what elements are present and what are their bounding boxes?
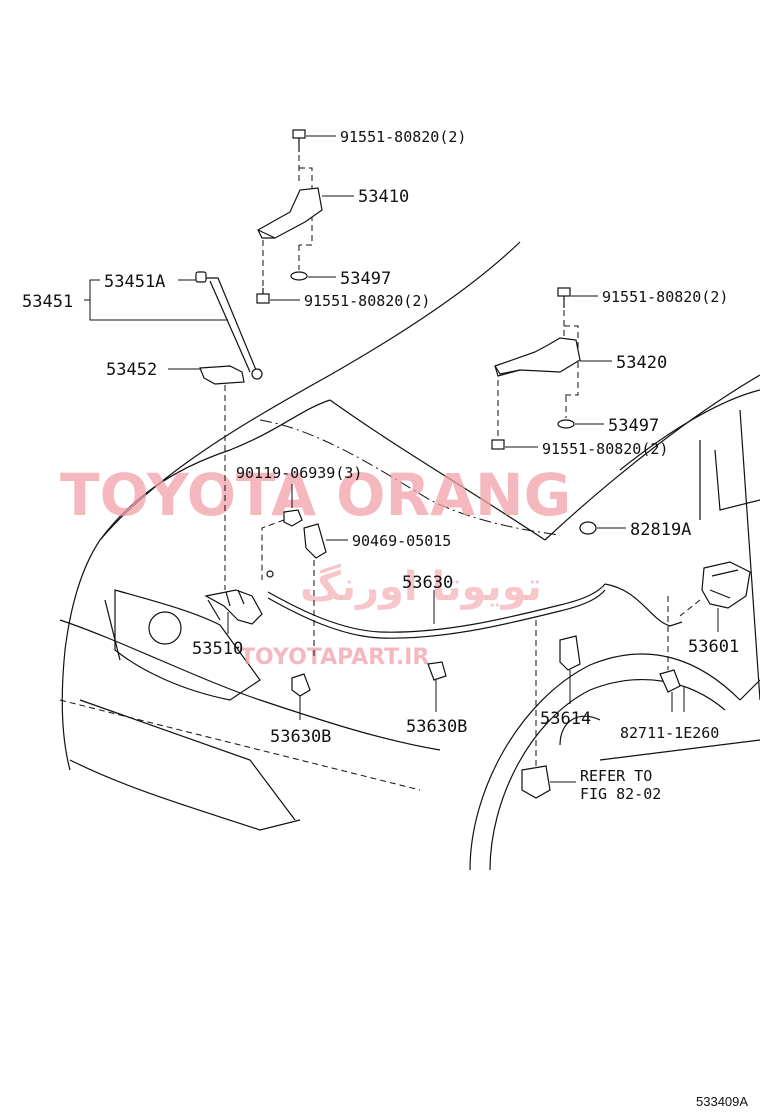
label-clip: 90469-05015 bbox=[352, 532, 451, 550]
windshield-base bbox=[544, 374, 760, 541]
label-clamp-left: 53630B bbox=[270, 727, 331, 747]
bolt-left-lower-head bbox=[256, 293, 270, 304]
label-hinge-left: 53410 bbox=[358, 187, 409, 207]
clamp-mid bbox=[427, 661, 447, 681]
clip-part bbox=[303, 523, 327, 559]
hood-crease bbox=[99, 399, 331, 541]
bumper-mid-line bbox=[59, 699, 421, 791]
label-refer-line1: REFER TO bbox=[580, 767, 652, 785]
cowl-line bbox=[619, 389, 760, 471]
label-bolt-right-lower: 91551-80820(2) bbox=[542, 440, 668, 458]
release-lever bbox=[701, 561, 751, 609]
label-hinge-right: 53420 bbox=[616, 353, 667, 373]
fender-arch bbox=[469, 653, 741, 871]
watermark-brand: TOYOTA ORANG bbox=[60, 461, 571, 529]
grille-edge bbox=[104, 599, 121, 661]
hinge-right-group: 91551-80820(2) 53420 53497 91551-80820(2… bbox=[491, 287, 728, 458]
label-bracket: 53614 bbox=[540, 709, 591, 729]
headlamp bbox=[114, 589, 261, 701]
label-washer-right: 53497 bbox=[608, 416, 659, 436]
label-washer-left: 53497 bbox=[340, 269, 391, 289]
lower-grille bbox=[69, 759, 301, 831]
label-support-rod-group: 53451 bbox=[22, 292, 73, 312]
label-bolt-top: 91551-80820(2) bbox=[340, 128, 466, 146]
support-rod-tip bbox=[251, 368, 263, 380]
clip-right-part bbox=[659, 669, 681, 693]
label-lever: 53601 bbox=[688, 637, 739, 657]
label-grommet: 82819A bbox=[630, 520, 691, 540]
grommet-part bbox=[579, 521, 597, 535]
support-rod-group: 53451A 53451 53452 bbox=[22, 271, 263, 590]
watermark-site: TOYOTAPART.IR bbox=[240, 645, 429, 670]
support-rod-edge bbox=[209, 280, 251, 373]
washer-left bbox=[290, 271, 308, 281]
clamp-left bbox=[291, 673, 311, 697]
release-lever-detail bbox=[709, 569, 739, 599]
support-rod bbox=[206, 277, 257, 371]
hinge-left-arm bbox=[257, 229, 275, 239]
label-bolt-right-upper: 91551-80820(2) bbox=[602, 288, 728, 306]
label-bolt-left-lower: 91551-80820(2) bbox=[304, 292, 430, 310]
hinge-right-dash-frame bbox=[564, 325, 579, 396]
label-screw: 90119-06939(3) bbox=[236, 464, 362, 482]
bumper-upper-line bbox=[59, 619, 441, 751]
fender-rear bbox=[739, 679, 760, 701]
hinge-right-body bbox=[494, 337, 581, 375]
rod-holder bbox=[199, 365, 245, 385]
hinge-left-group: 91551-80820(2) 53410 53497 91551-80820(2… bbox=[256, 128, 466, 310]
refer-part bbox=[521, 765, 551, 799]
label-support-rod-end: 53451A bbox=[104, 272, 165, 292]
watermark-brand-fa: تویوتا اورنگ bbox=[300, 563, 542, 610]
release-cable-edge bbox=[267, 589, 606, 639]
grille-opening bbox=[79, 699, 296, 821]
bolt-right-upper-head bbox=[557, 287, 571, 297]
hood-centerline bbox=[259, 419, 561, 536]
label-lock: 53510 bbox=[192, 639, 243, 659]
cable-end-fitting bbox=[266, 570, 274, 578]
label-clamp-mid: 53630B bbox=[406, 717, 467, 737]
hinge-right-arm bbox=[494, 365, 521, 377]
lever-bracket bbox=[559, 635, 581, 671]
vehicle-outline bbox=[59, 241, 760, 871]
figure-id: 533409A bbox=[696, 1094, 748, 1109]
screw-path bbox=[261, 519, 285, 580]
label-clip-right: 82711-1E260 bbox=[620, 724, 719, 742]
washer-right bbox=[557, 419, 575, 429]
wheel-hub bbox=[559, 715, 601, 746]
bolt-right-lower-head bbox=[491, 439, 505, 450]
lock-release-group: 90119-06939(3) 90469-05015 53510 53630 5… bbox=[192, 464, 751, 803]
label-cable: 53630 bbox=[402, 573, 453, 593]
release-cable-end bbox=[604, 583, 683, 627]
support-rod-end-fitting bbox=[195, 271, 207, 283]
body-side bbox=[739, 409, 760, 701]
headlamp-lens bbox=[148, 611, 182, 645]
lever-path bbox=[679, 599, 701, 617]
label-refer-line2: FIG 82-02 bbox=[580, 785, 661, 803]
a-pillar-2 bbox=[714, 449, 760, 511]
hood-lock bbox=[204, 589, 263, 625]
hood-lock-detail bbox=[207, 589, 245, 621]
label-rod-holder: 53452 bbox=[106, 360, 157, 380]
bolt-head-top bbox=[292, 129, 306, 139]
leader-clip-right bbox=[671, 686, 685, 712]
hood-front-edge bbox=[329, 399, 546, 541]
release-cable bbox=[267, 583, 606, 633]
rocker-line bbox=[599, 739, 760, 761]
hinge-left-body bbox=[256, 187, 323, 239]
bumper-left bbox=[61, 539, 101, 771]
